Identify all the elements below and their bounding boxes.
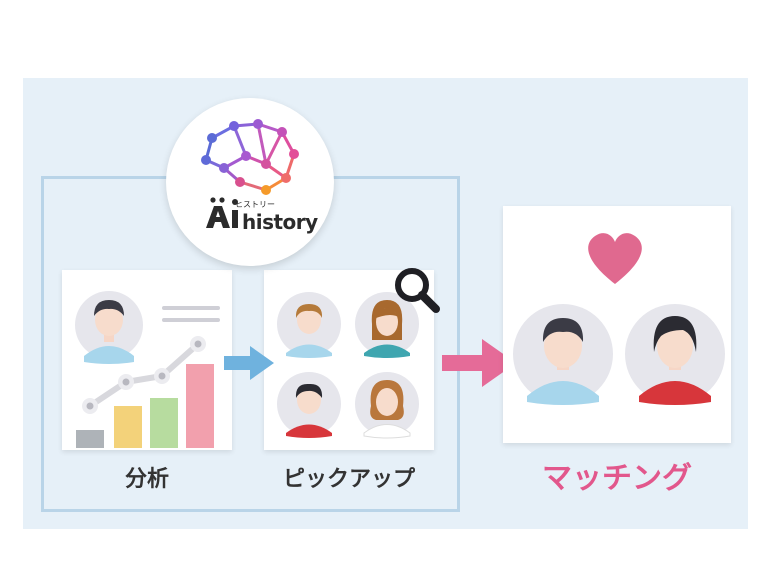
trend-line-icon xyxy=(82,336,206,414)
man-avatar-icon xyxy=(513,304,613,405)
arrow-right-icon xyxy=(442,339,516,387)
candidate-avatar-icon xyxy=(355,292,419,358)
analysis-card xyxy=(62,270,232,450)
person-avatar-icon xyxy=(75,291,143,364)
document-lines xyxy=(162,306,220,322)
pickup-illustration xyxy=(277,292,419,439)
woman-avatar-icon xyxy=(625,304,725,405)
logo-kana: ヒストリー xyxy=(235,200,275,209)
analysis-illustration xyxy=(75,291,220,448)
step-label-analysis: 分析 xyxy=(124,467,169,492)
candidate-avatar-icon xyxy=(355,372,419,439)
arrow-right-icon xyxy=(224,346,274,380)
candidate-avatar-icon xyxy=(277,292,341,358)
pickup-card xyxy=(264,270,434,450)
matching-illustration xyxy=(513,233,725,405)
step-label-matching: マッチング xyxy=(542,461,692,496)
heart-icon xyxy=(588,233,642,284)
brain-network-icon xyxy=(201,119,299,228)
ai-mark-icon xyxy=(206,197,238,228)
magnifier-icon xyxy=(395,268,440,313)
matching-card xyxy=(503,206,731,443)
logo-wordmark: history xyxy=(242,210,318,234)
bar-chart-icon xyxy=(76,364,214,448)
step-label-pickup: ピックアップ xyxy=(282,467,415,492)
candidate-avatar-icon xyxy=(277,372,341,438)
ai-history-logo: ヒストリー history xyxy=(166,98,334,266)
